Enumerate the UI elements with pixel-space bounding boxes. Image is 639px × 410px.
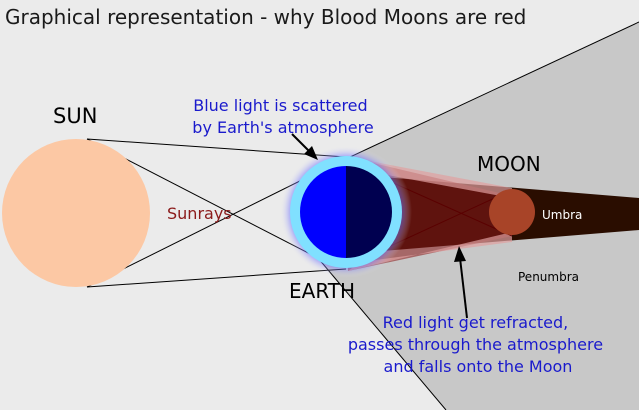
- diagram-title: Graphical representation - why Blood Moo…: [5, 5, 526, 29]
- sunrays-label: Sunrays: [167, 204, 232, 223]
- moon-label: MOON: [477, 152, 541, 176]
- red-light-line-1: Red light get refracted,: [383, 313, 569, 332]
- sunray-lower-outer: [86, 268, 347, 288]
- blue-light-annotation: Blue light is scattered by Earth's atmos…: [192, 96, 373, 137]
- moon: [489, 189, 535, 235]
- red-light-line-2: passes through the atmosphere: [348, 335, 603, 354]
- earth-day-side: [300, 166, 346, 258]
- earth-label: EARTH: [289, 279, 355, 303]
- earth-night-side: [346, 166, 392, 258]
- penumbra-label: Penumbra: [518, 270, 579, 284]
- blue-light-arrowhead: [304, 146, 318, 160]
- red-light-arrowhead: [454, 246, 466, 262]
- penumbra-edge-lower: [317, 257, 447, 410]
- blue-light-line-1: Blue light is scattered: [193, 96, 367, 115]
- umbra-label: Umbra: [542, 208, 582, 222]
- red-light-line-3: and falls onto the Moon: [384, 357, 573, 376]
- blue-light-line-2: by Earth's atmosphere: [192, 118, 373, 137]
- red-light-arrow: [459, 257, 468, 319]
- sun-label: SUN: [53, 104, 97, 128]
- sun: [2, 139, 150, 287]
- sunray-upper-outer: [86, 138, 347, 158]
- red-light-annotation: Red light get refracted, passes through …: [348, 313, 608, 376]
- penumbra-edge-upper: [317, 21, 639, 173]
